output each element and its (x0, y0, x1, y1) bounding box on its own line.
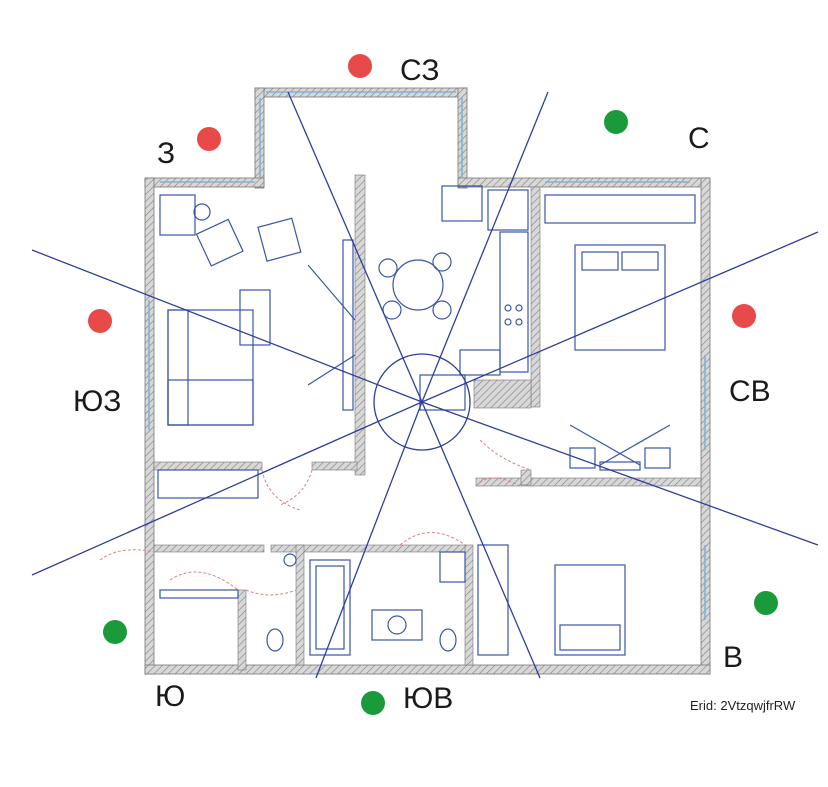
label-sw: ЮЗ (73, 385, 122, 418)
marker-s (103, 620, 127, 644)
label-s: Ю (155, 680, 186, 713)
marker-n (604, 110, 628, 134)
bagua-rays (31, 91, 819, 679)
door-swings (99, 439, 532, 596)
windows (148, 91, 706, 620)
interior-walls (153, 174, 702, 671)
label-w: З (157, 137, 176, 170)
marker-sw (88, 309, 112, 333)
marker-ne (732, 304, 756, 328)
label-nw: СЗ (400, 54, 440, 87)
label-se: ЮВ (403, 682, 454, 715)
marker-nw (348, 54, 372, 78)
direction-markers (88, 54, 778, 715)
marker-se (361, 691, 385, 715)
label-e: В (723, 641, 744, 674)
label-n: С (688, 122, 710, 155)
label-ne: СВ (729, 375, 771, 408)
furniture (157, 185, 696, 656)
marker-e (754, 591, 778, 615)
marker-w (197, 127, 221, 151)
erid-label: Erid: 2VtzqwjfrRW (690, 698, 796, 713)
